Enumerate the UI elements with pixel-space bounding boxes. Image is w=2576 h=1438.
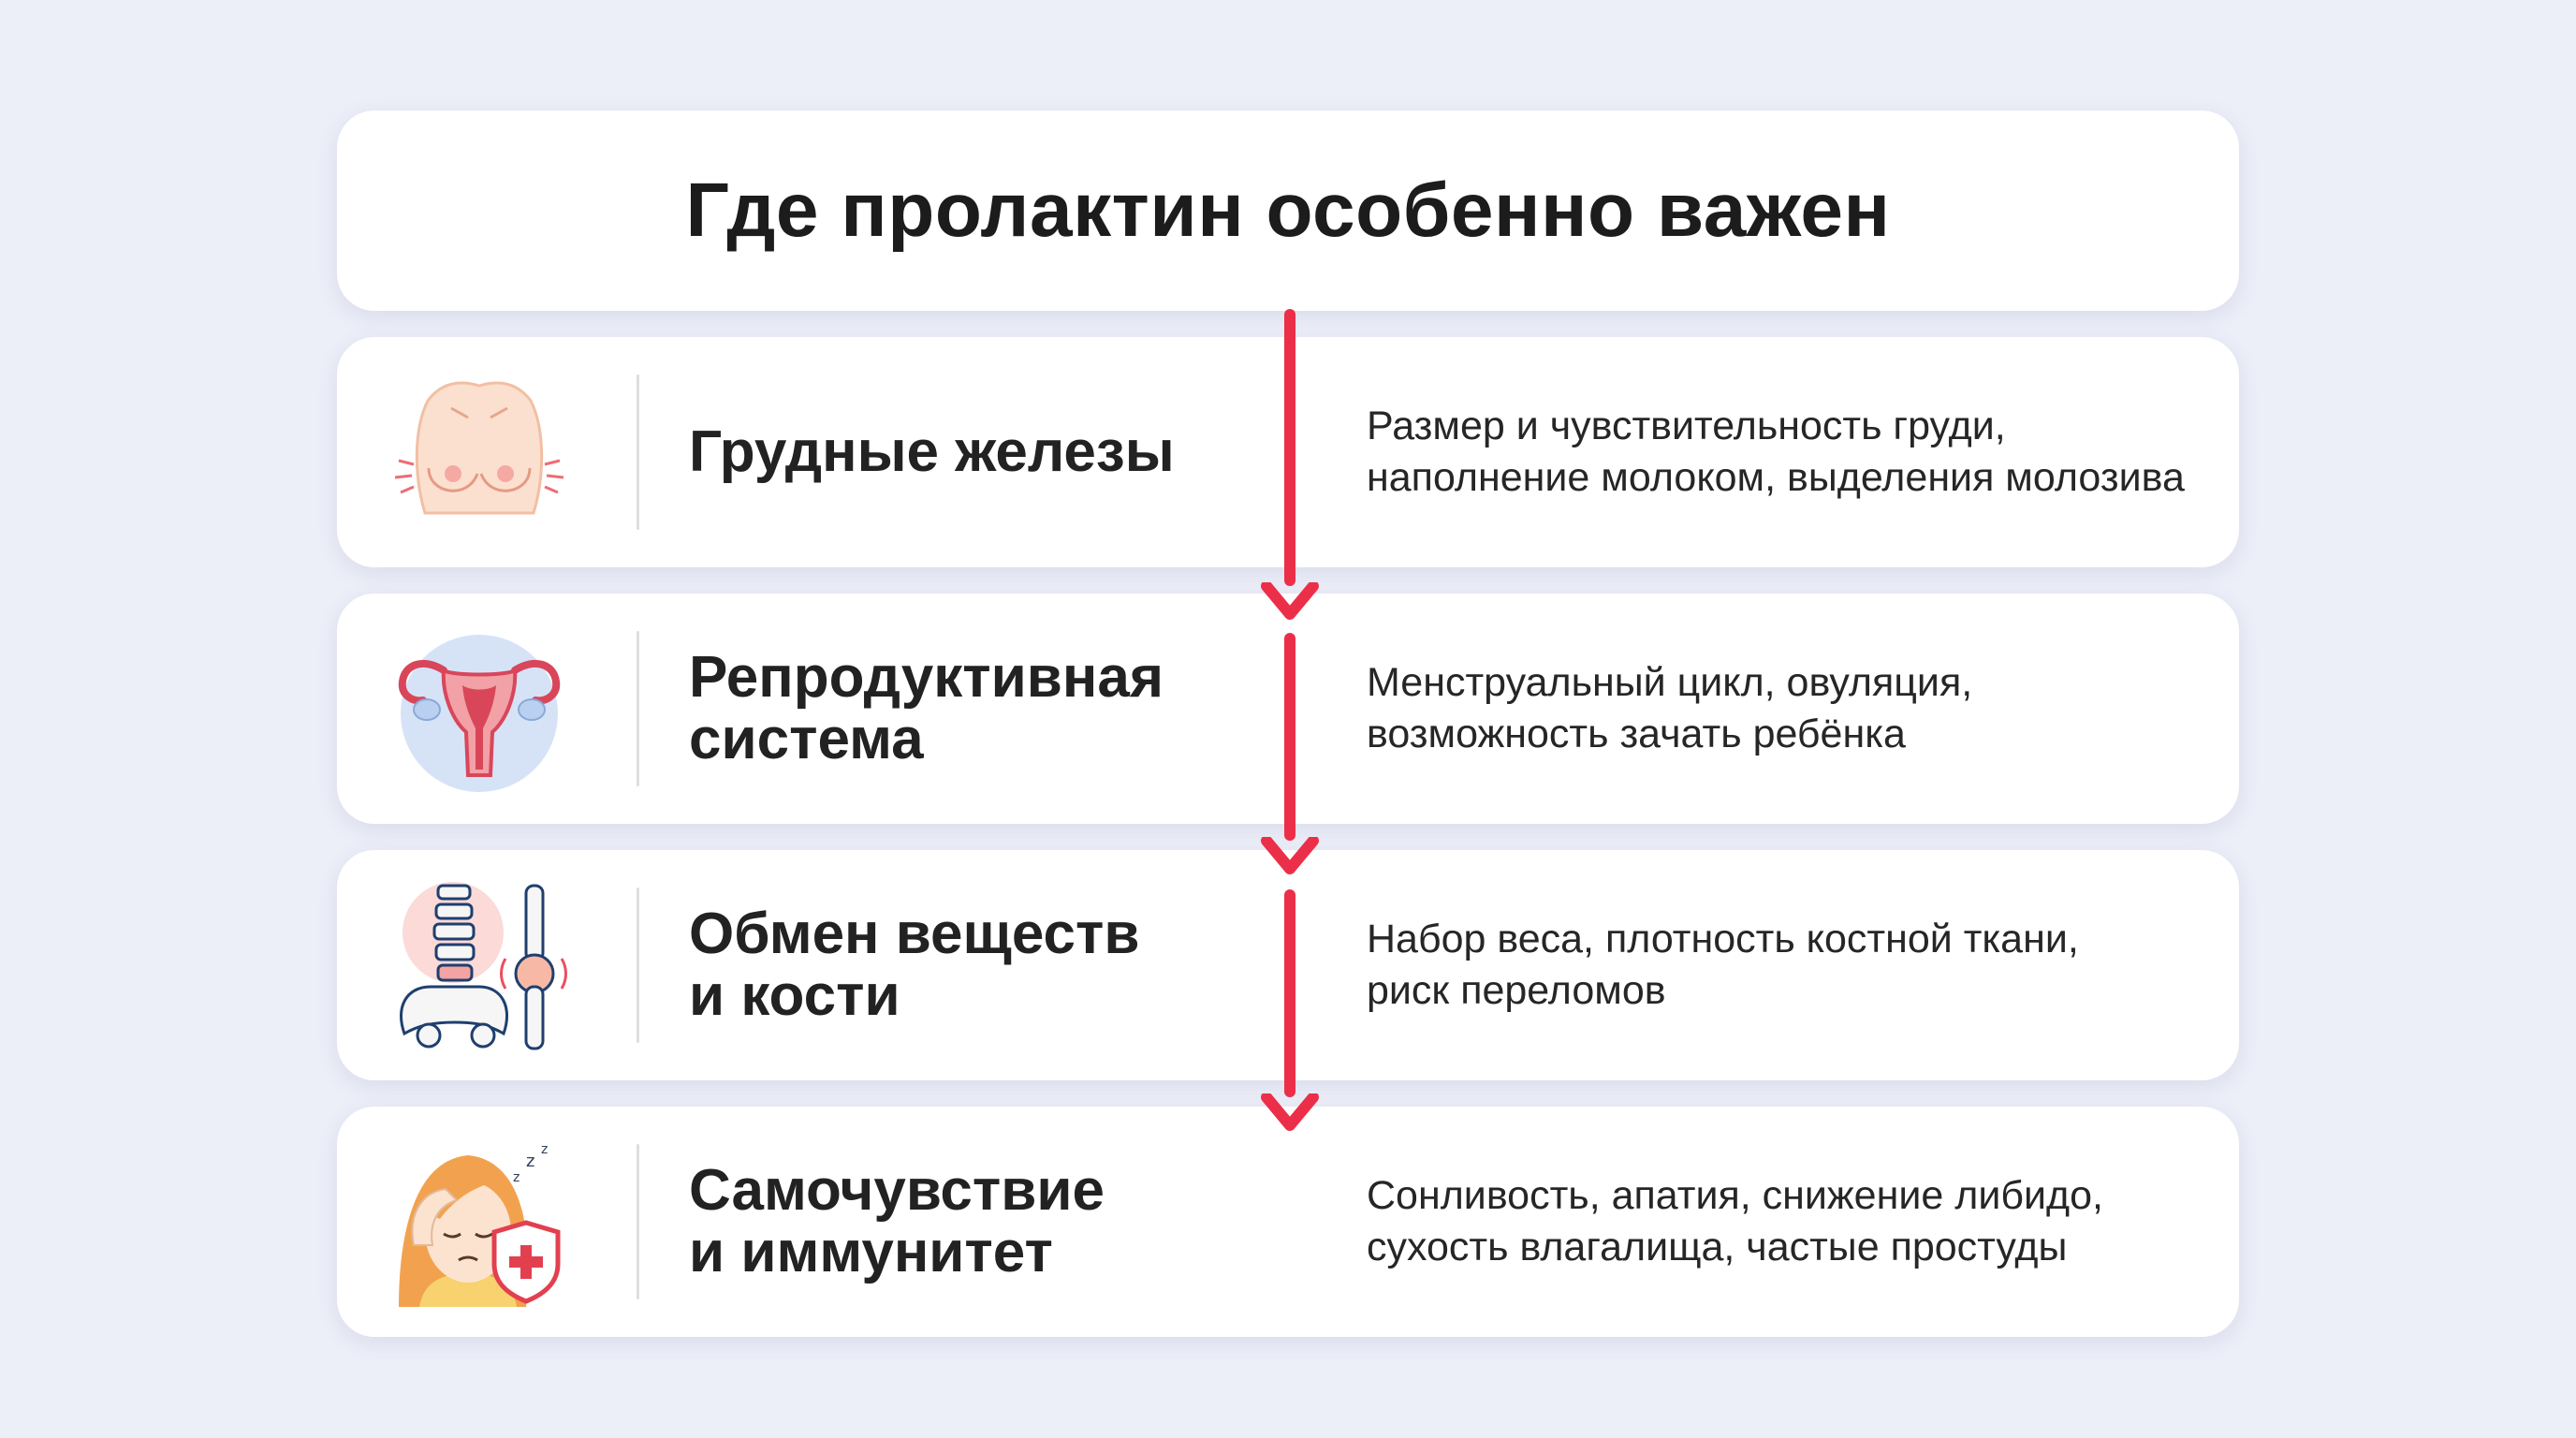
row-description: Менструальный цикл, овуляция, возможност… bbox=[1367, 594, 2228, 824]
connector-line bbox=[1284, 309, 1295, 586]
tired-woman-shield-icon: z z z bbox=[386, 1133, 573, 1311]
svg-text:z: z bbox=[526, 1152, 534, 1171]
row-divider bbox=[637, 1144, 639, 1299]
row-label: Обмен веществ и кости bbox=[689, 850, 1232, 1080]
row-label-line: Самочувствие bbox=[689, 1158, 1105, 1223]
row-label: Грудные железы bbox=[689, 337, 1232, 567]
connector-line bbox=[1284, 633, 1295, 841]
row-label: Репродуктивная система bbox=[689, 594, 1232, 824]
description-line: Менструальный цикл, овуляция, bbox=[1367, 660, 1973, 705]
row-label-line: Грудные железы bbox=[689, 419, 1175, 484]
bones-icon bbox=[386, 876, 573, 1054]
description-line: Набор веса, плотность костной ткани, bbox=[1367, 917, 2079, 961]
arrow-down-icon bbox=[1261, 837, 1319, 874]
connector-line bbox=[1284, 889, 1295, 1097]
row-wellbeing-immunity: z z z Самочувствие и иммунитет Сонливост… bbox=[337, 1107, 2239, 1337]
description-line: Сонливость, апатия, снижение либидо, bbox=[1367, 1173, 2103, 1218]
row-description: Набор веса, плотность костной ткани, рис… bbox=[1367, 850, 2228, 1080]
row-label: Самочувствие и иммунитет bbox=[689, 1107, 1232, 1337]
row-label-line: и иммунитет bbox=[689, 1220, 1053, 1284]
row-description: Размер и чувствительность груди, наполне… bbox=[1367, 337, 2228, 567]
uterus-icon bbox=[386, 620, 573, 798]
description-line: Размер и чувствительность груди, bbox=[1367, 404, 2006, 448]
description-line: сухость влагалища, частые простуды bbox=[1367, 1225, 2068, 1269]
row-divider bbox=[637, 374, 639, 530]
description-line: риск переломов bbox=[1367, 968, 1666, 1013]
svg-text:z: z bbox=[541, 1142, 548, 1157]
description-line: наполнение молоком, выделения молозива bbox=[1367, 455, 2185, 500]
row-divider bbox=[637, 631, 639, 786]
breast-icon bbox=[386, 363, 573, 541]
row-label-line: и кости bbox=[689, 963, 900, 1028]
row-label-line: Обмен веществ bbox=[689, 902, 1140, 966]
row-label-line: система bbox=[689, 707, 924, 771]
row-description: Сонливость, апатия, снижение либидо, сух… bbox=[1367, 1107, 2228, 1337]
arrow-down-icon bbox=[1261, 1093, 1319, 1131]
row-label-line: Репродуктивная bbox=[689, 645, 1164, 710]
svg-text:z: z bbox=[513, 1170, 520, 1185]
row-divider bbox=[637, 888, 639, 1043]
description-line: возможность зачать ребёнка bbox=[1367, 712, 1906, 756]
title-card: Где пролактин особенно важен bbox=[337, 110, 2239, 311]
page-title: Где пролактин особенно важен bbox=[685, 168, 1891, 253]
arrow-down-icon bbox=[1261, 582, 1319, 620]
